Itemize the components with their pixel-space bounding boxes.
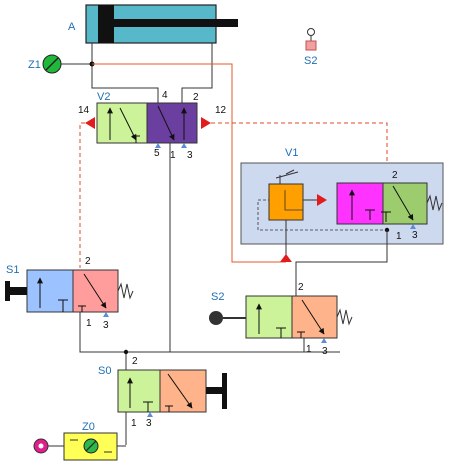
- valve-s0: S0 2 1 3: [98, 356, 227, 429]
- z1-label: Z1: [28, 59, 41, 71]
- s1-port-1: 1: [86, 318, 92, 329]
- s1-spring-icon: [117, 282, 134, 300]
- valve-v1: V1 2 1 3: [240, 147, 444, 245]
- s2-left-box: [245, 295, 293, 339]
- s2-port-1: 1: [306, 344, 312, 355]
- s2-port-3: 3: [322, 346, 328, 357]
- s1-port-3: 3: [103, 320, 109, 331]
- v2-label: V2: [97, 91, 110, 103]
- s0-port-3: 3: [146, 418, 152, 429]
- s2-spring-icon: [336, 308, 353, 326]
- s2-sensor: S2: [304, 28, 317, 67]
- v2-port-3: 3: [187, 150, 193, 161]
- s0-left-box: [117, 369, 161, 413]
- valve-s2: S2 2 1 3: [209, 282, 353, 357]
- s2-roller-icon: [209, 311, 223, 325]
- s0-label: S0: [98, 365, 111, 377]
- s0-port-1: 1: [131, 418, 137, 429]
- pilot-v2-12-from-v1: [211, 122, 388, 183]
- v2-left-box: [96, 102, 148, 144]
- v1-port-1: 1: [396, 231, 402, 242]
- s1-port-2: 2: [85, 256, 91, 267]
- s1-label: S1: [6, 264, 19, 276]
- line-supply-bus: [79, 312, 340, 353]
- v1-spring-icon: [426, 194, 443, 212]
- cylinder-rod: [114, 19, 238, 27]
- s0-port-2: 2: [132, 356, 138, 367]
- s2-sensor-icon: [307, 28, 315, 36]
- v2-left-pilot-arrow: [85, 117, 95, 129]
- v1-port-2: 2: [392, 170, 398, 181]
- v2-right-pilot-arrow: [201, 117, 211, 129]
- cylinder-a: A: [68, 4, 238, 44]
- v2-right-box: [146, 102, 198, 144]
- v1-label: V1: [285, 147, 298, 159]
- pilot-line-v1-timer: [92, 63, 286, 263]
- s2-valve-label: S2: [211, 291, 224, 303]
- z0-label: Z0: [82, 421, 95, 433]
- s2-port-2: 2: [298, 282, 304, 293]
- v1-port-3: 3: [412, 230, 418, 241]
- z1-gauge: Z1: [28, 54, 62, 74]
- valve-s1: S1 2 1 3: [5, 256, 134, 331]
- v1-timer-box: [268, 183, 304, 221]
- s1-pushbutton-icon: [10, 287, 27, 295]
- z0-supply-unit: Z0: [33, 421, 118, 461]
- pilot-v2-14-from-s1: [79, 122, 85, 268]
- v1-right-box: [382, 182, 428, 225]
- v2-port-12: 12: [215, 105, 227, 116]
- v2-port-5: 5: [154, 148, 160, 159]
- s0-pushbutton-icon: [206, 387, 222, 394]
- v2-port-4: 4: [162, 90, 168, 101]
- v1-timer-pilot-arrow: [280, 254, 292, 262]
- s2-sensor-label: S2: [304, 55, 317, 67]
- s1-right-box: [72, 269, 119, 313]
- v1-left-box: [336, 182, 384, 225]
- line-cyl-to-v2-2: [181, 43, 213, 103]
- cylinder-label: A: [68, 21, 76, 33]
- line-v1-supply-to-s2: [295, 230, 388, 296]
- v2-port-2: 2: [193, 92, 199, 103]
- v1-pilot-arrow: [317, 194, 327, 206]
- v2-port-14: 14: [78, 105, 90, 116]
- valve-v2: V2 14 12 4 2 5 1 3: [78, 90, 227, 161]
- s1-left-box: [26, 269, 74, 313]
- cylinder-piston: [98, 5, 114, 43]
- v2-port-1: 1: [170, 150, 176, 161]
